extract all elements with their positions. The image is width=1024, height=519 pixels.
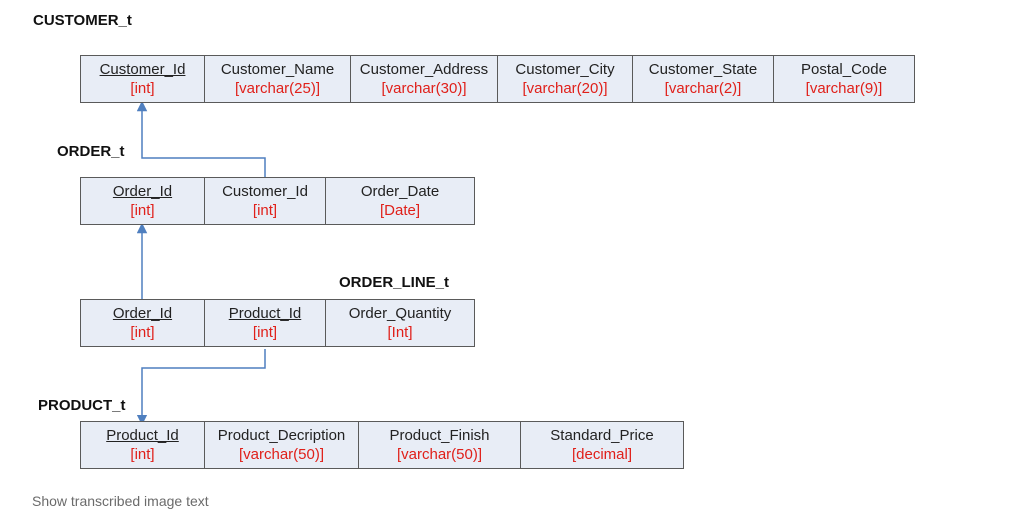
column-name: Customer_State [648, 61, 758, 78]
column-type: [varchar(2)] [664, 80, 742, 97]
column-name: Customer_Id [99, 61, 186, 78]
column-name: Customer_Id [222, 183, 308, 200]
fk-order-customer-line [136, 100, 266, 177]
column-name: Product_Id [106, 427, 179, 444]
customer-col-customer-name: Customer_Name [varchar(25)] [205, 56, 351, 102]
order-line-col-order-id: Order_Id [int] [81, 300, 205, 346]
column-type: [Int] [387, 324, 413, 341]
column-type: [varchar(20)] [522, 80, 608, 97]
product-table: Product_Id [int] Product_Decription [var… [80, 421, 684, 469]
order-line-table: Order_Id [int] Product_Id [int] Order_Qu… [80, 299, 475, 347]
column-type: [varchar(9)] [805, 80, 883, 97]
column-type: [varchar(30)] [381, 80, 467, 97]
column-type: [Date] [379, 202, 421, 219]
product-col-product-id: Product_Id [int] [81, 422, 205, 468]
product-col-product-finish: Product_Finish [varchar(50)] [359, 422, 521, 468]
column-type: [decimal] [571, 446, 633, 463]
order-line-col-product-id: Product_Id [int] [205, 300, 326, 346]
customer-table-label: CUSTOMER_t [33, 12, 132, 29]
customer-col-customer-city: Customer_City [varchar(20)] [498, 56, 633, 102]
column-name: Postal_Code [801, 61, 887, 78]
column-name: Product_Finish [389, 427, 490, 444]
column-name: Product_Decription [217, 427, 346, 444]
customer-col-customer-id: Customer_Id [int] [81, 56, 205, 102]
column-type: [int] [130, 80, 155, 97]
column-name: Customer_Name [220, 61, 335, 78]
customer-col-customer-address: Customer_Address [varchar(30)] [351, 56, 498, 102]
order-line-col-order-quantity: Order_Quantity [Int] [326, 300, 474, 346]
product-col-product-decription: Product_Decription [varchar(50)] [205, 422, 359, 468]
column-type: [varchar(50)] [238, 446, 325, 463]
column-name: Order_Id [112, 305, 173, 322]
fk-orderline-product-line [136, 349, 266, 426]
show-transcribed-text-link[interactable]: Show transcribed image text [32, 493, 209, 509]
order-table-label: ORDER_t [57, 143, 125, 160]
product-table-label: PRODUCT_t [38, 397, 126, 414]
column-type: [varchar(25)] [234, 80, 321, 97]
column-name: Customer_City [515, 61, 615, 78]
order-table: Order_Id [int] Customer_Id [int] Order_D… [80, 177, 475, 225]
column-type: [int] [130, 324, 155, 341]
order-col-order-id: Order_Id [int] [81, 178, 205, 224]
column-name: Order_Id [112, 183, 173, 200]
column-name: Order_Date [360, 183, 440, 200]
order-col-order-date: Order_Date [Date] [326, 178, 474, 224]
column-type: [int] [252, 202, 278, 219]
column-name: Customer_Address [359, 61, 489, 78]
customer-table: Customer_Id [int] Customer_Name [varchar… [80, 55, 915, 103]
column-name: Standard_Price [550, 427, 654, 444]
column-type: [varchar(50)] [396, 446, 483, 463]
customer-col-customer-state: Customer_State [varchar(2)] [633, 56, 774, 102]
product-col-standard-price: Standard_Price [decimal] [521, 422, 683, 468]
order-col-customer-id: Customer_Id [int] [205, 178, 326, 224]
order-line-table-label: ORDER_LINE_t [339, 274, 450, 291]
column-type: [int] [130, 446, 155, 463]
column-type: [int] [130, 202, 155, 219]
customer-col-postal-code: Postal_Code [varchar(9)] [774, 56, 914, 102]
column-type: [int] [252, 324, 278, 341]
column-name: Product_Id [228, 305, 302, 322]
column-name: Order_Quantity [348, 305, 452, 322]
